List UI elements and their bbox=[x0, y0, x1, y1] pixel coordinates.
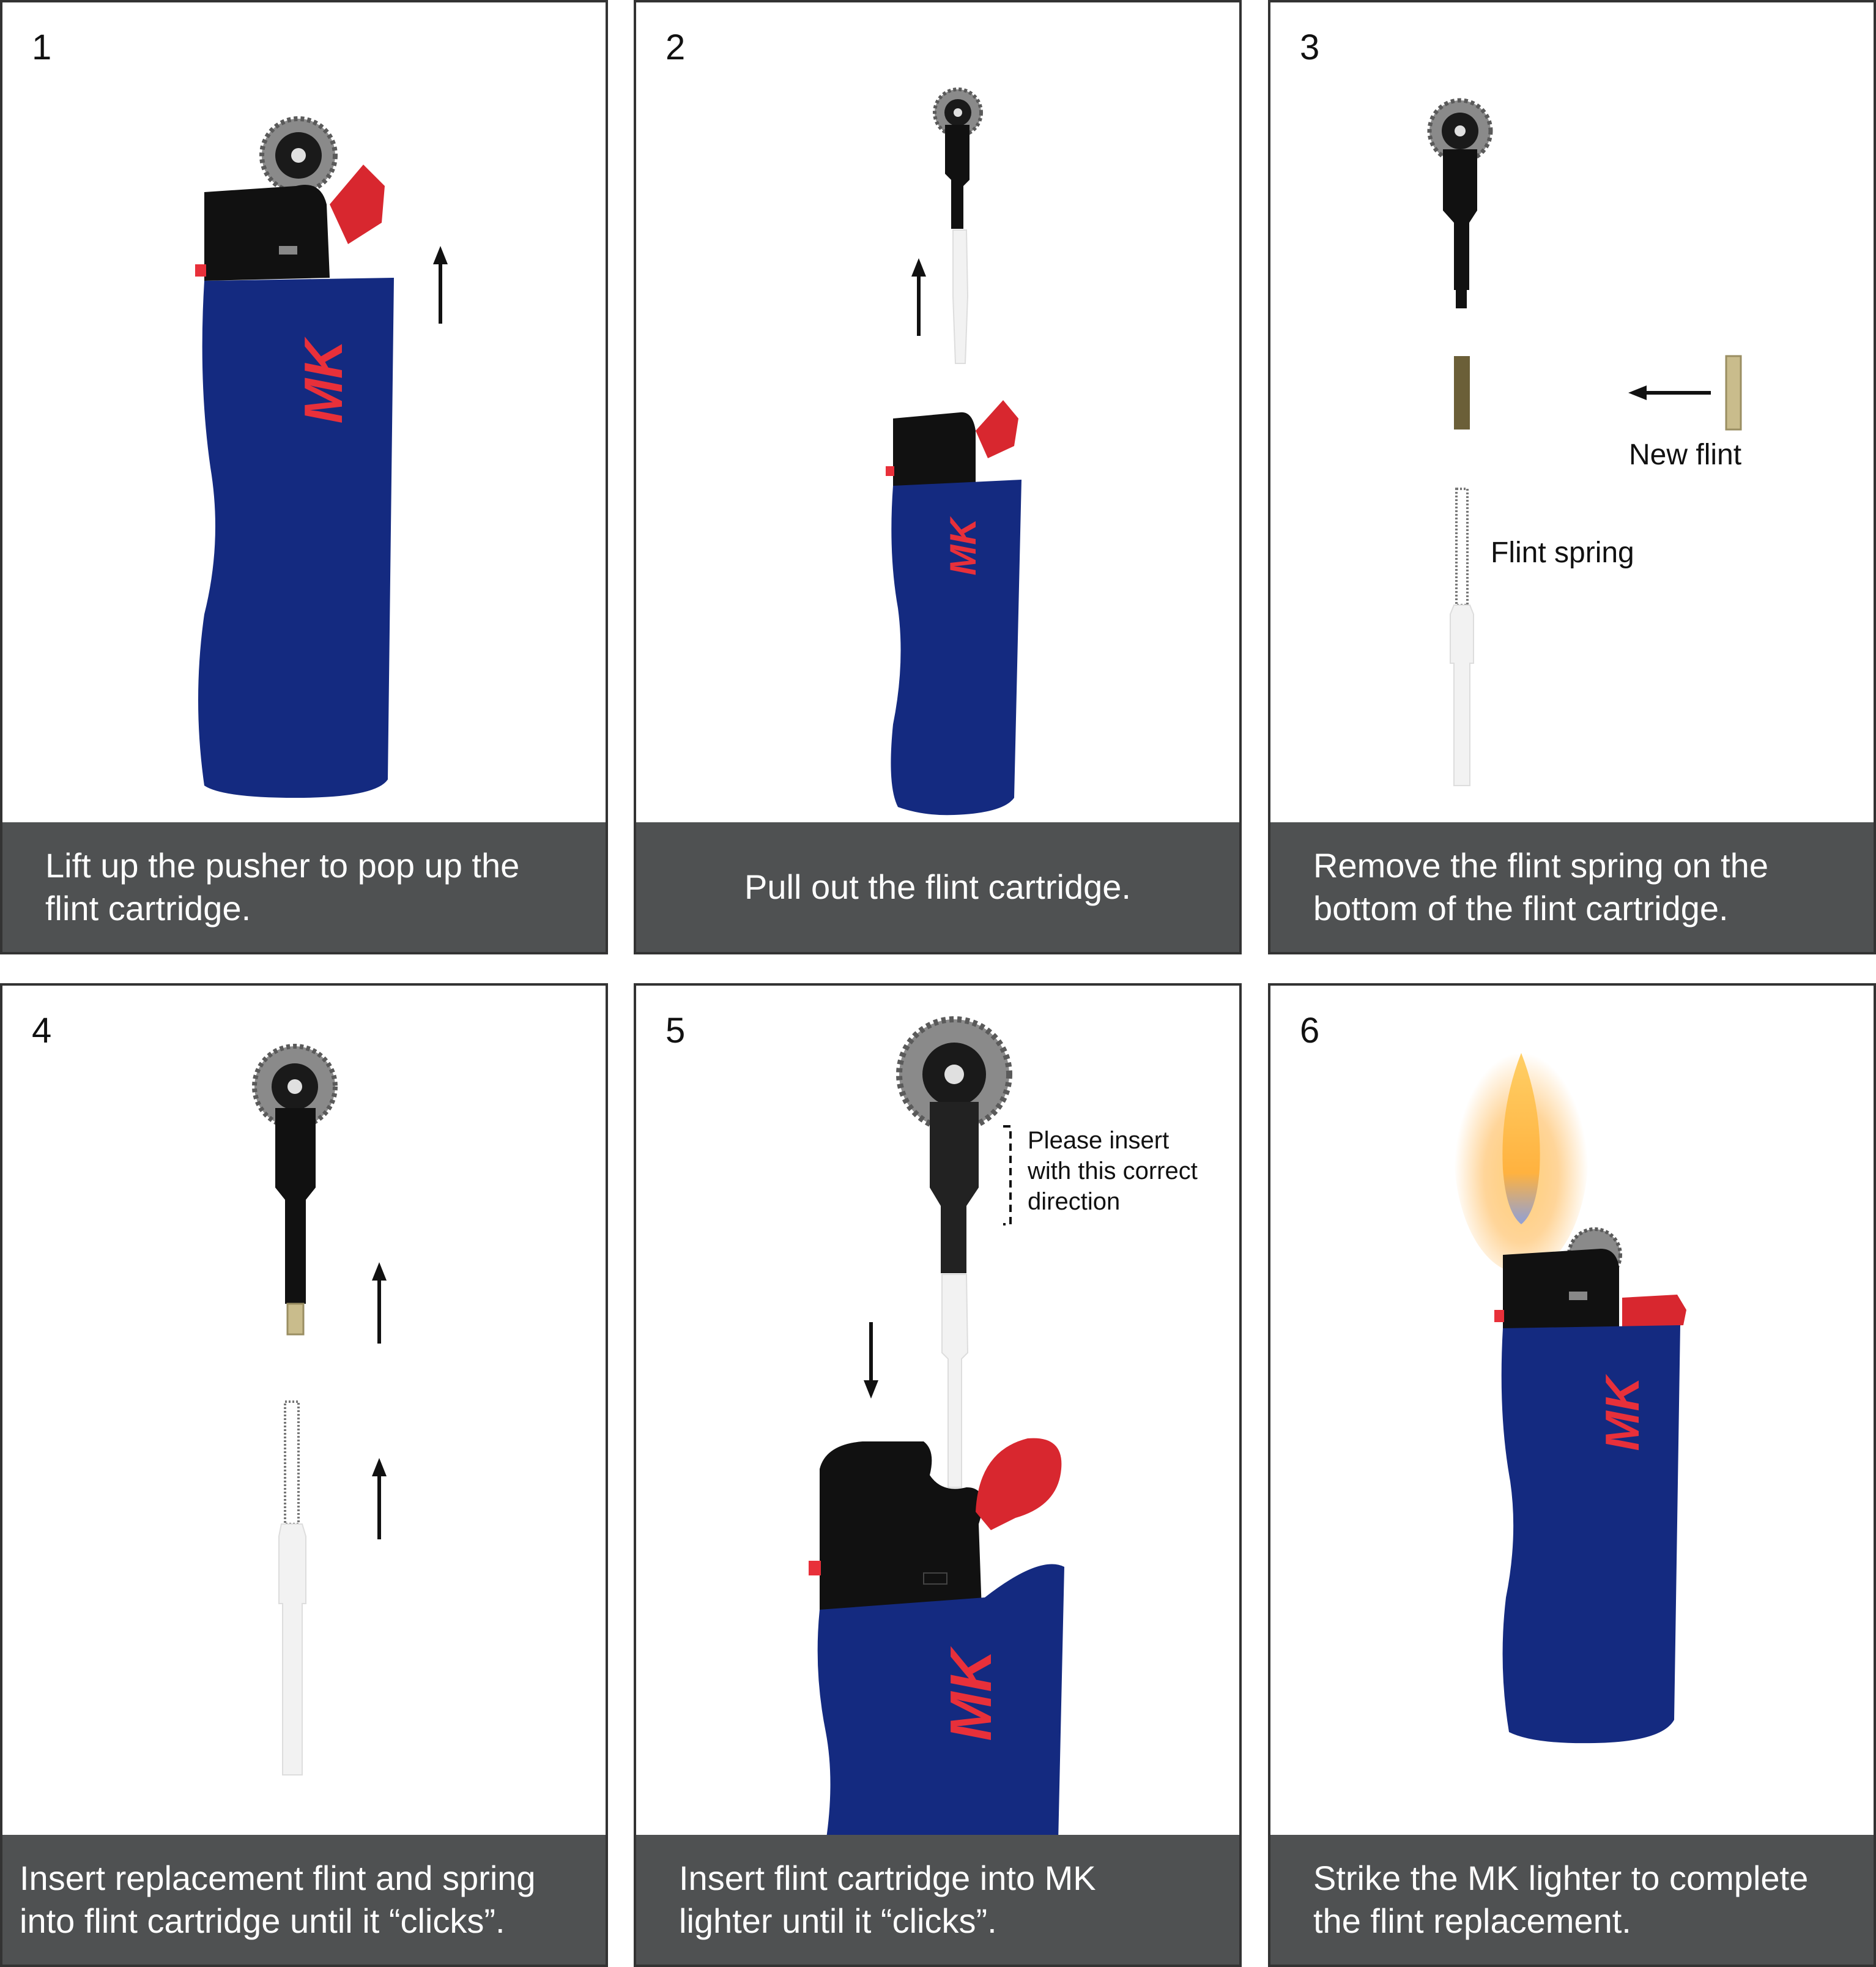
metal-hood bbox=[204, 185, 330, 281]
step-number: 5 bbox=[665, 1011, 686, 1050]
step-caption: Pull out the flint cartridge. bbox=[636, 822, 1239, 952]
step-number: 3 bbox=[1300, 28, 1320, 67]
step-panel-4: 4 Insert replacement flint and spring in… bbox=[0, 983, 608, 1967]
flint-spring-label: Flint spring bbox=[1491, 537, 1634, 569]
red-pusher bbox=[976, 1438, 1062, 1530]
red-pusher bbox=[1622, 1295, 1686, 1328]
step-number: 2 bbox=[665, 28, 686, 67]
lighter-body bbox=[1501, 1325, 1680, 1744]
new-flint bbox=[1725, 355, 1742, 431]
metal-hood bbox=[893, 412, 976, 486]
red-pusher bbox=[976, 400, 1018, 458]
spark-wheel-icon bbox=[259, 116, 338, 195]
metal-hood bbox=[820, 1441, 983, 1610]
step-panel-3: 3 New flint Flint spring Remove the flin… bbox=[1268, 0, 1876, 954]
lighter-body bbox=[891, 480, 1021, 816]
lit-lighter-illustration: MK bbox=[1454, 1028, 1686, 1744]
lighter-illustration: MK bbox=[809, 1016, 1064, 1842]
step-number: 4 bbox=[32, 1011, 52, 1050]
step-caption: Insert flint cartridge into MK lighter u… bbox=[636, 1835, 1239, 1965]
old-flint bbox=[1454, 356, 1470, 429]
direction-note: Please insert with this correct directio… bbox=[1028, 1127, 1198, 1215]
lighter-body bbox=[198, 278, 394, 798]
brand-logo: MK bbox=[943, 516, 984, 576]
parts-illustration bbox=[1427, 98, 1742, 786]
step-panel-5: 5 MK Please insert with this correct dir… bbox=[634, 983, 1242, 1967]
flame-icon bbox=[1454, 1028, 1589, 1273]
lighter-illustration: MK bbox=[886, 87, 1021, 816]
step-number: 1 bbox=[32, 28, 52, 67]
flint-cartridge bbox=[896, 1016, 1012, 1488]
lighter-body bbox=[817, 1564, 1064, 1842]
flint-spring bbox=[1450, 488, 1474, 786]
lighter-illustration: MK bbox=[195, 116, 448, 798]
flint-cartridge bbox=[933, 87, 983, 364]
red-pusher bbox=[330, 165, 385, 244]
step-caption: Strike the MK lighter to complete the fl… bbox=[1270, 1835, 1874, 1965]
new-flint-label: New flint bbox=[1629, 439, 1742, 471]
brand-logo: MK bbox=[1595, 1374, 1649, 1451]
brand-logo: MK bbox=[938, 1646, 1004, 1741]
step-caption: Insert replacement flint and spring into… bbox=[2, 1835, 606, 1965]
step-panel-1: 1 MK Lift up the pusher to pop up the fl… bbox=[0, 0, 608, 954]
step-panel-6: 6 MK Strike the MK lighter bbox=[1268, 983, 1876, 1967]
parts-illustration bbox=[252, 1044, 387, 1776]
step-panel-2: 2 MK Pull out the flint cartridge. bbox=[634, 0, 1242, 954]
flint-spring bbox=[278, 1400, 306, 1776]
metal-hood bbox=[1503, 1249, 1619, 1328]
flint-cartridge-top bbox=[1427, 98, 1493, 308]
flint-cartridge-top bbox=[252, 1044, 338, 1336]
brand-logo: MK bbox=[293, 337, 354, 423]
step-caption: Lift up the pusher to pop up the flint c… bbox=[2, 822, 606, 952]
step-caption: Remove the flint spring on the bottom of… bbox=[1270, 822, 1874, 952]
step-number: 6 bbox=[1300, 1011, 1320, 1050]
